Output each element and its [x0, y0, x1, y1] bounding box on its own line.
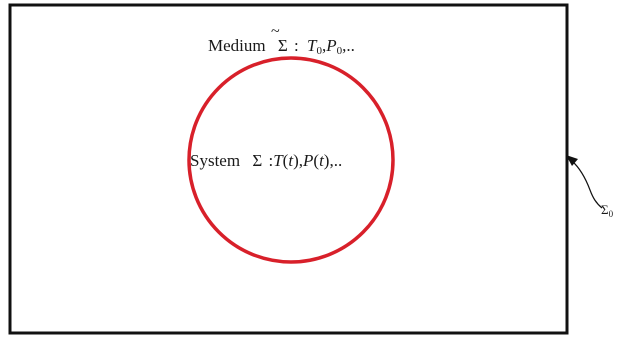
medium-region-border: [8, 3, 569, 335]
medium-symbol: Σ: [278, 36, 288, 55]
system-open-1: (: [283, 151, 289, 170]
boundary-pointer: [566, 155, 603, 209]
system-P: P: [302, 151, 313, 170]
system-label: System Σ :T(t),P(t),..: [190, 151, 342, 170]
system-close-1: ): [293, 151, 299, 170]
boundary-label: Σ0: [601, 202, 614, 219]
boundary-pointer-line: [571, 160, 603, 209]
system-t1: t: [288, 151, 294, 170]
system-t2: t: [319, 151, 325, 170]
system-T: T: [273, 151, 284, 170]
medium-P: P: [325, 36, 336, 55]
medium-ellipsis: ,..: [342, 36, 355, 55]
medium-word: Medium: [208, 36, 266, 55]
boundary-arrowhead-icon: [566, 155, 578, 166]
medium-label: Medium Σ : T0,P0,..: [208, 36, 355, 57]
system-sep: ,: [299, 151, 303, 170]
medium-tilde: ~: [271, 23, 280, 40]
system-open-2: (: [313, 151, 319, 170]
medium-colon: :: [294, 36, 299, 55]
boundary-symbol: Σ: [601, 202, 609, 217]
boundary-sub: 0: [609, 209, 614, 219]
system-word: System: [190, 151, 240, 170]
system-ellipsis: ,..: [329, 151, 342, 170]
system-close-2: ): [324, 151, 330, 170]
system-colon: :: [268, 151, 273, 170]
system-circle: [187, 56, 395, 264]
medium-T-sub: 0: [316, 45, 322, 57]
medium-P-sub: 0: [337, 45, 343, 57]
medium-sep: ,: [322, 36, 326, 55]
medium-T: T: [307, 36, 318, 55]
system-symbol: Σ: [252, 151, 262, 170]
